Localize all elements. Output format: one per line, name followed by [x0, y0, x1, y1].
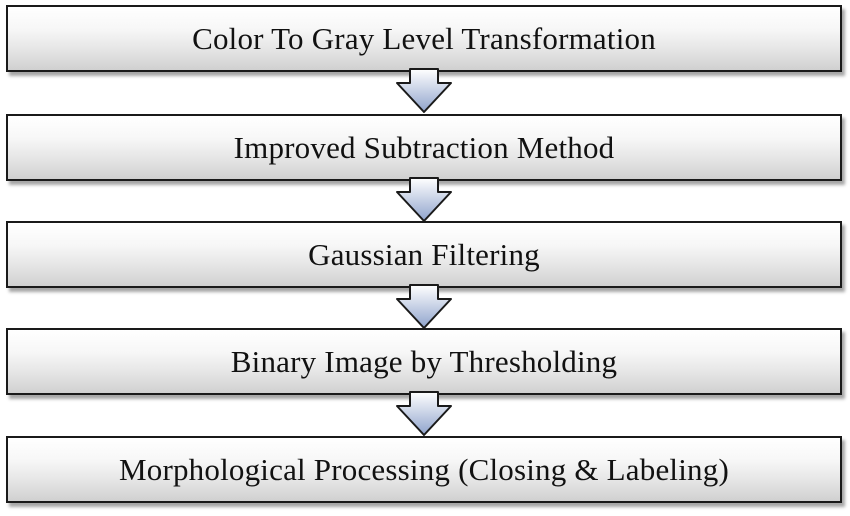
down-arrow-icon — [396, 177, 452, 222]
step-box-color-to-gray: Color To Gray Level Transformation — [6, 5, 842, 72]
step-label: Morphological Processing (Closing & Labe… — [119, 451, 729, 487]
down-arrow-icon — [396, 391, 452, 436]
step-box-binary-thresholding: Binary Image by Thresholding — [6, 328, 842, 395]
step-box-gaussian-filtering: Gaussian Filtering — [6, 221, 842, 288]
step-label: Color To Gray Level Transformation — [192, 20, 656, 56]
step-box-morphological-processing: Morphological Processing (Closing & Labe… — [6, 436, 842, 503]
step-label: Binary Image by Thresholding — [230, 343, 618, 379]
down-arrow-icon — [396, 284, 452, 329]
step-label: Gaussian Filtering — [308, 236, 540, 272]
step-label: Improved Subtraction Method — [233, 129, 615, 165]
down-arrow-icon — [396, 68, 452, 113]
step-box-improved-subtraction: Improved Subtraction Method — [6, 114, 842, 181]
